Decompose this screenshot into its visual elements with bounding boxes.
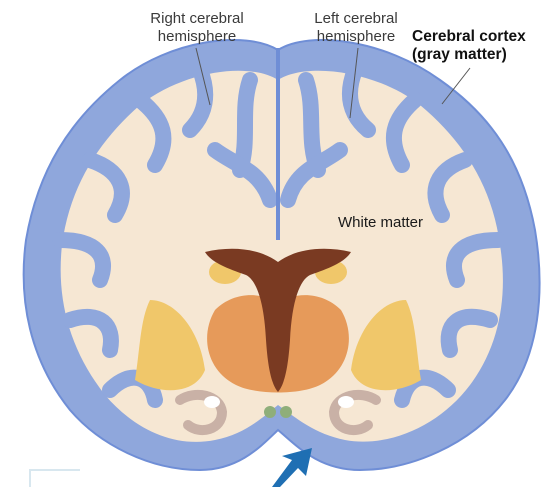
gyri-folds (52, 62, 506, 408)
hippocampus-left (175, 389, 228, 436)
lateral-ventricles (205, 248, 351, 392)
label-right-hemisphere-line2: hemisphere (157, 28, 237, 45)
label-cerebral-cortex: Cerebral cortex (gray matter) (412, 28, 526, 64)
label-cortex-line2: (gray matter) (412, 46, 507, 63)
pointer-line-left-hemisphere (349, 47, 359, 119)
label-right-hemisphere-line1: Right cerebral (150, 10, 244, 27)
hippocampus-right (328, 389, 381, 436)
label-white-matter: White matter (338, 214, 424, 231)
white-spot-right (338, 396, 354, 408)
label-right-hemisphere: Right cerebral hemisphere (132, 10, 262, 46)
pointer-line-cortex (441, 67, 471, 105)
basal-ganglia-right (351, 300, 421, 391)
mammillary-body-left (264, 406, 276, 418)
pointer-line-right-hemisphere (195, 47, 211, 106)
label-cortex-line1: Cerebral cortex (412, 28, 526, 45)
label-left-hemisphere: Left cerebral hemisphere (296, 10, 416, 46)
arrow-icon (272, 448, 312, 487)
label-left-hemisphere-line2: hemisphere (316, 28, 396, 45)
basal-ganglia-left (135, 300, 205, 391)
label-left-hemisphere-line1: Left cerebral (314, 10, 398, 27)
panel-corner (29, 469, 80, 487)
mammillary-body-right (280, 406, 292, 418)
white-spot-left (204, 396, 220, 408)
